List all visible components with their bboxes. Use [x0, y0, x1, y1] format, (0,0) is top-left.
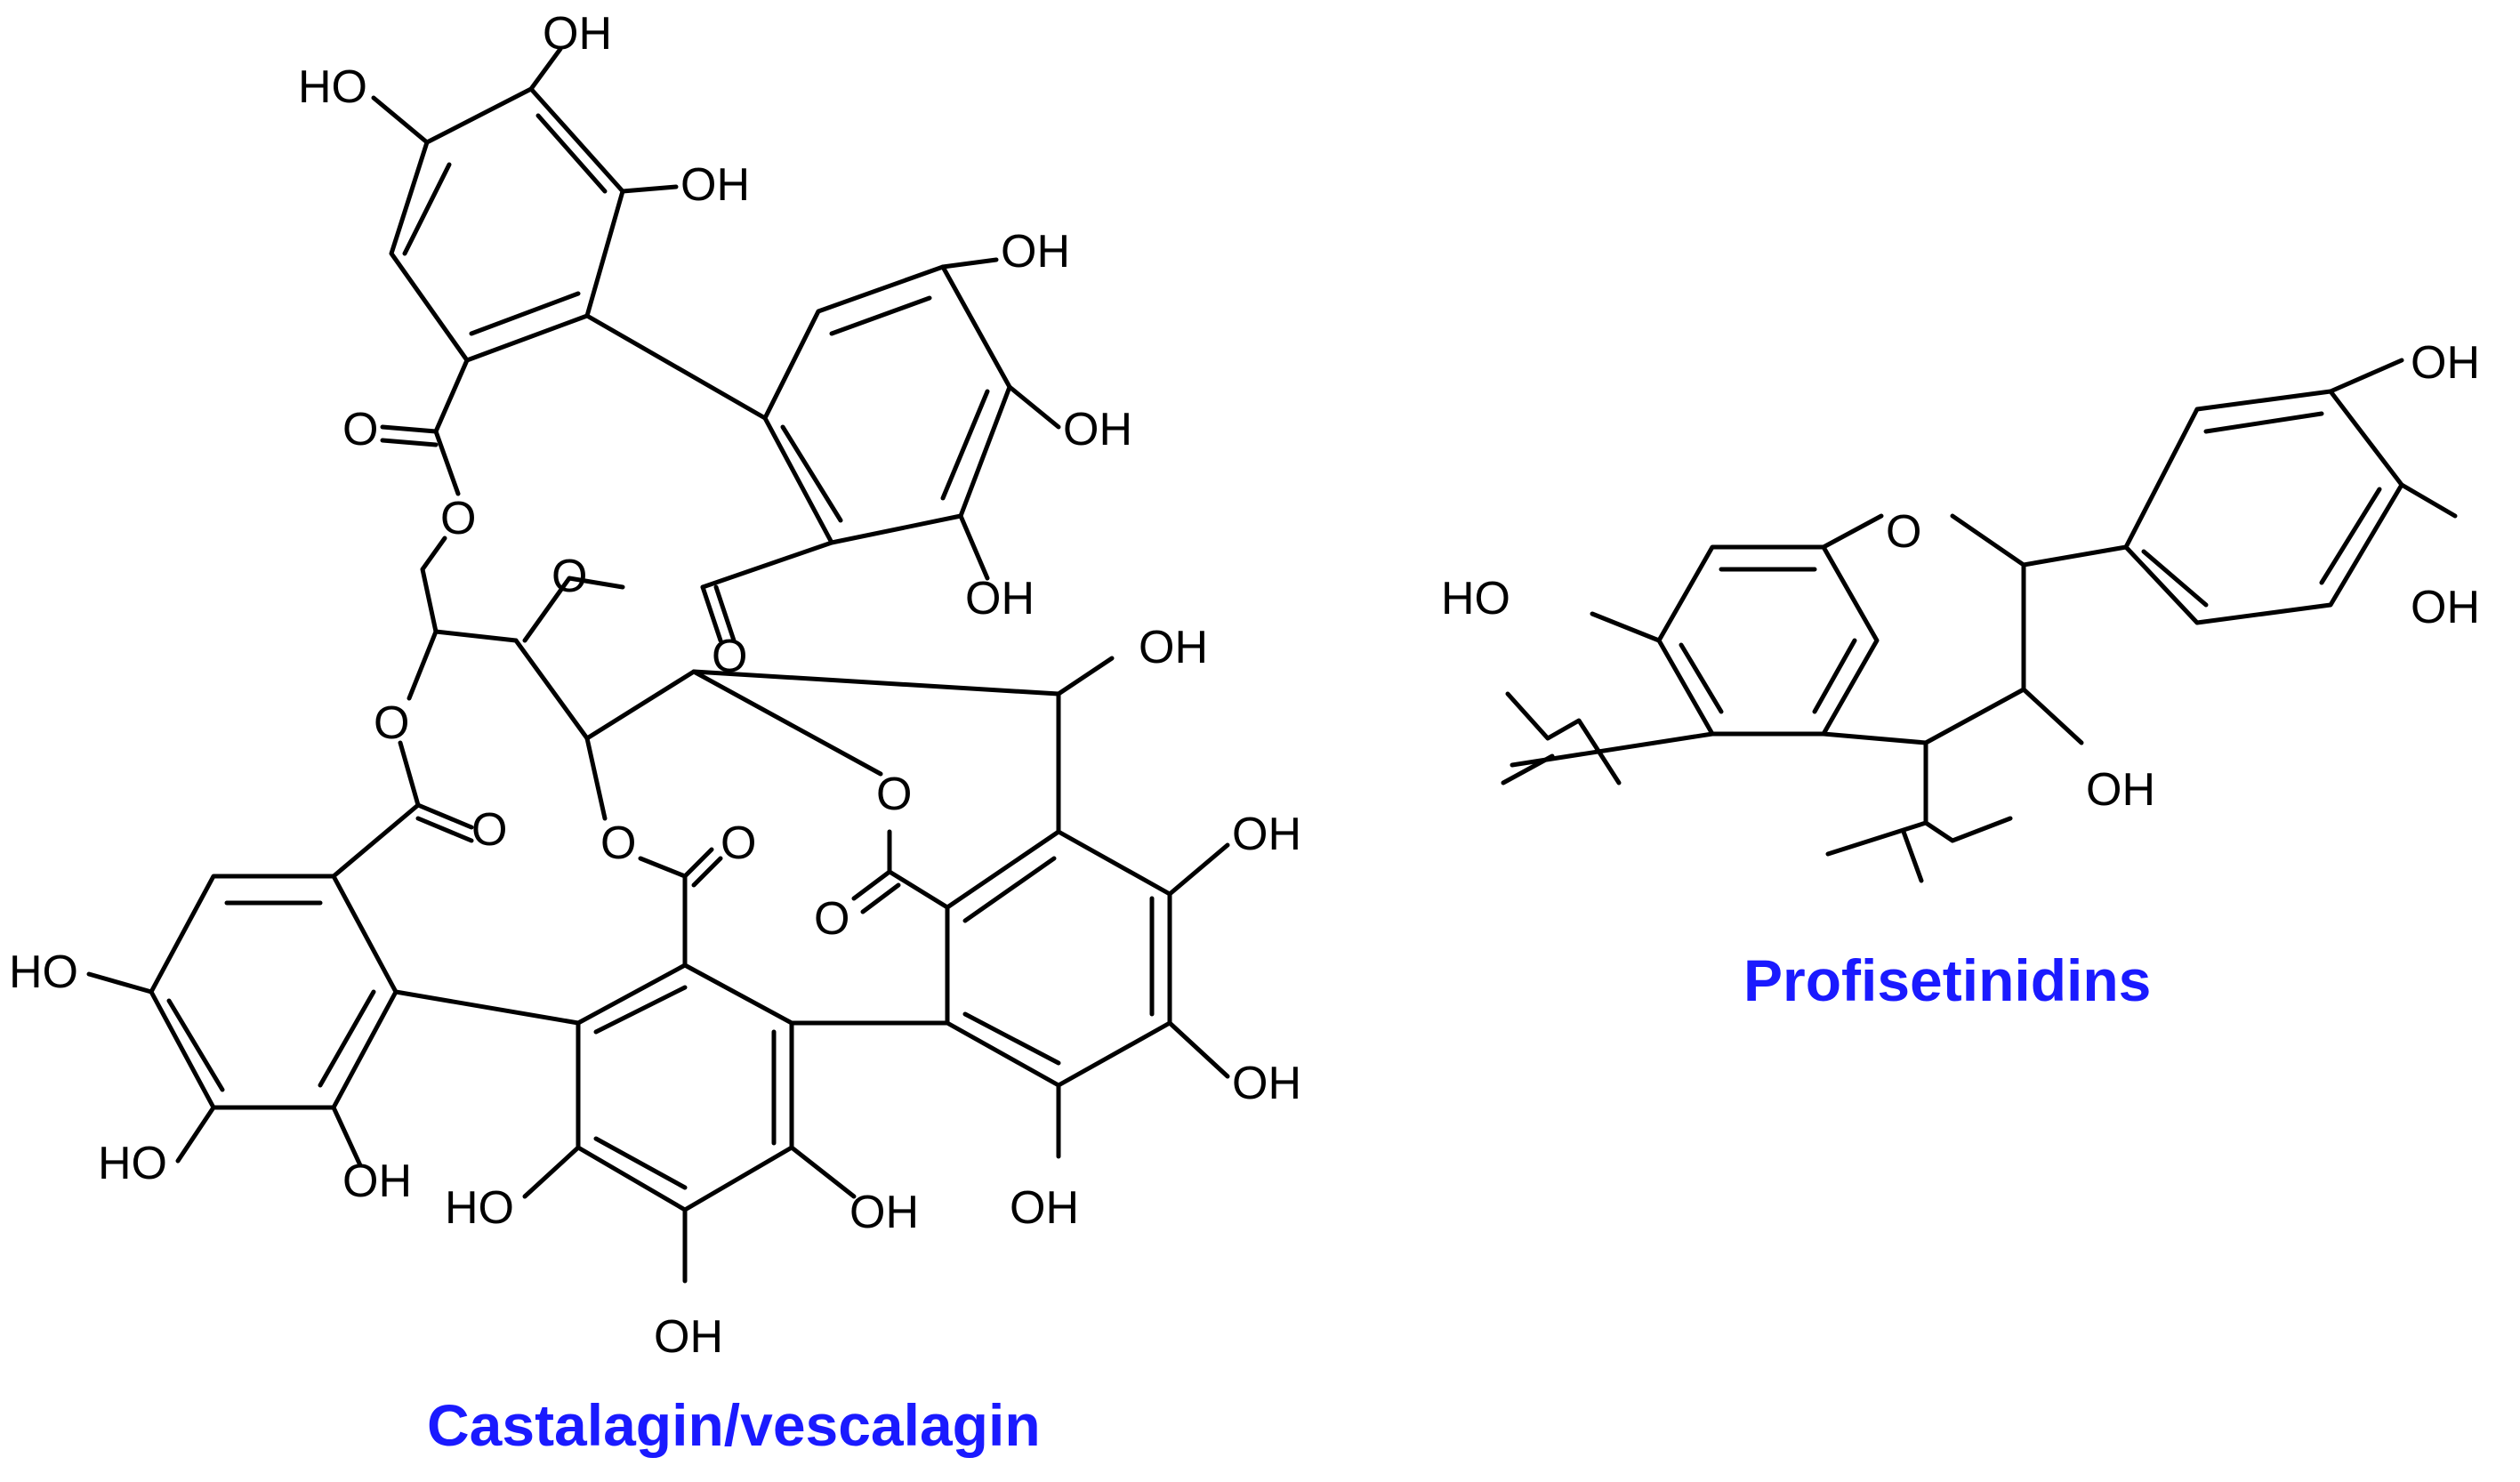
atom-label: O	[876, 769, 912, 820]
atom-label: O	[374, 697, 409, 749]
atom-label: OH	[849, 1187, 919, 1238]
atom-label: HO	[445, 1182, 514, 1234]
molecule-name-profisetinidins: Profisetinidins	[1743, 947, 2151, 1013]
atom-label: O	[721, 818, 756, 869]
ring-c	[86, 874, 399, 1168]
atom-label: HO	[98, 1138, 167, 1189]
atom-label: OH	[654, 1311, 723, 1363]
ring-c-profisetinidin	[1821, 513, 2129, 826]
atom-label: OH	[965, 573, 1035, 624]
atom-label: OH	[1010, 1182, 1079, 1234]
attachment-bonds	[1501, 691, 2013, 883]
atom-label: O	[600, 818, 636, 869]
ring-a	[371, 46, 679, 434]
atom-label: OH	[342, 1156, 412, 1207]
atom-label: HO	[9, 946, 78, 998]
atom-label: OH	[1232, 1058, 1301, 1109]
profisetinidin-structure: HO O OH OH OH Profisetinidins	[1441, 337, 2480, 1013]
atom-label: OH	[2086, 764, 2155, 816]
atom-label: OH	[1001, 226, 1070, 278]
atom-label: OH	[2411, 582, 2480, 633]
atom-label: OH	[1232, 809, 1301, 860]
atom-label: O	[552, 551, 587, 602]
ring-b-profisetinidin	[2123, 358, 2458, 625]
atom-label: OH	[2411, 337, 2480, 389]
molecule-name-castalagin: Castalagin/vescalagin	[427, 1392, 1041, 1458]
castalagin-atom-labels: OH HO OH OH OH OH O O O O OH O O O O O O…	[9, 8, 1301, 1363]
atom-label: HO	[298, 61, 367, 113]
atom-label: O	[814, 893, 849, 945]
ring-a-profisetinidin	[1590, 544, 1880, 737]
atom-label: OH	[680, 159, 750, 211]
atom-label: O	[1886, 506, 1921, 558]
atom-label: OH	[543, 8, 612, 60]
glucose-core	[331, 424, 1115, 968]
atom-label: O	[342, 404, 378, 455]
ring-b	[584, 257, 1061, 581]
castalagin-structure: OH HO OH OH OH OH O O O O OH O O O O O O…	[9, 8, 1301, 1458]
profisetinidin-atom-labels: HO O OH OH OH	[1441, 337, 2480, 816]
atom-label: O	[440, 493, 476, 544]
ring-e	[789, 829, 1230, 1159]
atom-label: O	[712, 631, 747, 682]
ring-d	[393, 962, 857, 1284]
atom-label: OH	[1063, 404, 1132, 455]
atom-label: O	[471, 804, 507, 856]
atom-label: HO	[1441, 573, 1510, 624]
atom-label: OH	[1139, 622, 1208, 673]
